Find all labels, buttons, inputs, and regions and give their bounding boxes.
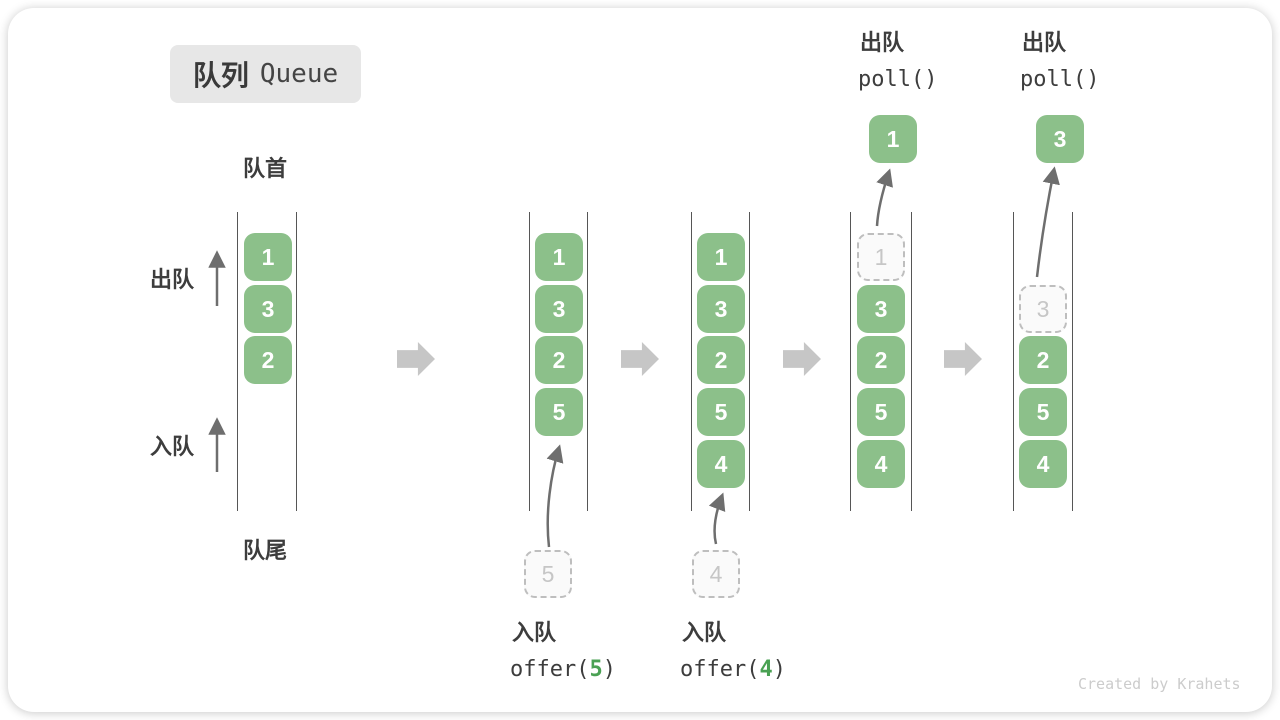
code-close: ) — [602, 657, 616, 682]
offer-4-label: 入队 — [682, 620, 727, 645]
removed-item-ghost: 1 — [857, 233, 905, 281]
code-arg: 4 — [759, 657, 773, 682]
title-badge: 队列 Queue — [170, 45, 361, 103]
enqueue-label: 入队 — [150, 434, 195, 459]
queue-item-box: 3 — [857, 285, 905, 333]
code-fn: offer( — [680, 657, 760, 682]
poll-1-code: poll() — [858, 67, 938, 92]
queue-state-2 — [529, 212, 588, 511]
offer-5-code: offer(5) — [510, 657, 616, 683]
queue-item-box: 1 — [535, 233, 583, 281]
queue-item-box: 5 — [857, 388, 905, 436]
queue-item-box: 5 — [1019, 388, 1067, 436]
watermark: Created by Krahets — [1078, 675, 1241, 693]
queue-item-box: 2 — [535, 336, 583, 384]
queue-item-box: 2 — [1019, 336, 1067, 384]
queue-state-5 — [1013, 212, 1073, 511]
poll-3-code: poll() — [1020, 67, 1100, 92]
code-close: ) — [772, 657, 786, 682]
title-zh: 队列 — [192, 60, 249, 91]
queue-item-box: 2 — [697, 336, 745, 384]
code-arg: 5 — [589, 657, 603, 682]
offer-4-code: offer(4) — [680, 657, 786, 683]
offer-5-label: 入队 — [512, 620, 557, 645]
queue-item-box: 4 — [697, 440, 745, 488]
queue-state-1 — [237, 212, 297, 511]
pending-item-box: 4 — [692, 550, 740, 598]
queue-item-box: 2 — [244, 336, 292, 384]
code-fn: offer( — [510, 657, 590, 682]
queue-rear-label: 队尾 — [243, 538, 288, 563]
queue-item-box: 2 — [857, 336, 905, 384]
polled-item-box: 1 — [869, 115, 917, 163]
queue-item-box: 3 — [244, 285, 292, 333]
queue-item-box: 5 — [697, 388, 745, 436]
polled-item-box: 3 — [1036, 115, 1084, 163]
poll-3-label: 出队 — [1022, 30, 1067, 55]
pending-item-box: 5 — [524, 550, 572, 598]
removed-item-ghost: 3 — [1019, 285, 1067, 333]
queue-item-box: 5 — [535, 388, 583, 436]
queue-item-box: 3 — [697, 285, 745, 333]
queue-state-4 — [850, 212, 912, 511]
title-en: Queue — [259, 59, 339, 89]
queue-front-label: 队首 — [243, 156, 288, 181]
poll-1-label: 出队 — [860, 30, 905, 55]
queue-item-box: 4 — [857, 440, 905, 488]
queue-item-box: 1 — [244, 233, 292, 281]
queue-item-box: 4 — [1019, 440, 1067, 488]
queue-state-3 — [691, 212, 750, 511]
queue-item-box: 1 — [697, 233, 745, 281]
queue-item-box: 3 — [535, 285, 583, 333]
dequeue-label: 出队 — [150, 267, 195, 292]
